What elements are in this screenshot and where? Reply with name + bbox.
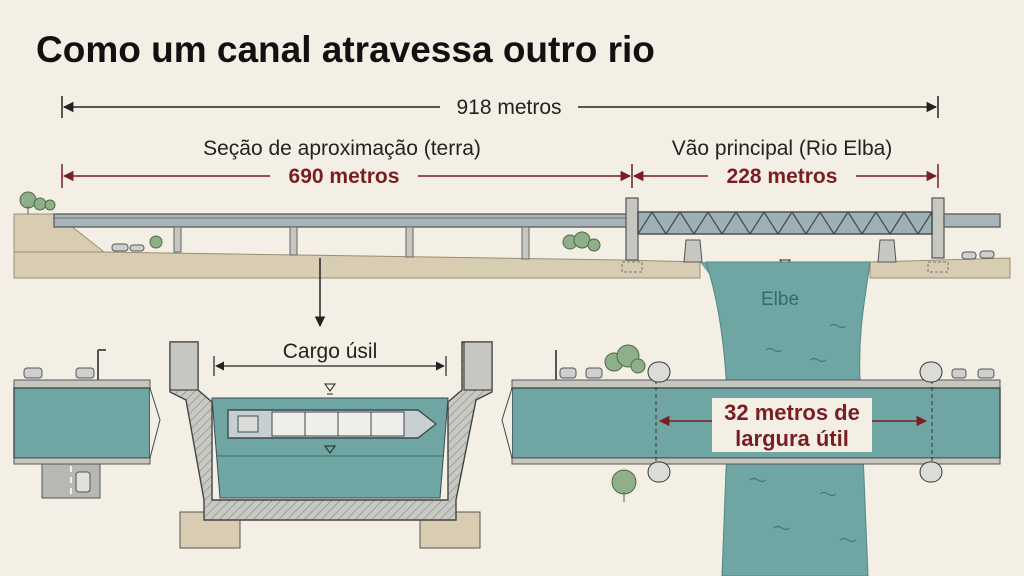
canal-cross-section: Cargo úsil: [169, 340, 493, 549]
river-name-label: Elbe: [761, 289, 799, 310]
page-title: Como um canal atravessa outro rio: [36, 29, 655, 70]
approach-section-label: Seção de aproximação (terra): [203, 137, 481, 160]
main-span-length-label: 228 metros: [727, 165, 838, 188]
usable-width-line1: 32 metros de: [724, 400, 860, 425]
approach-length-label: 690 metros: [289, 165, 400, 188]
approach-length-dimension: 690 metros: [61, 164, 633, 188]
left-canal-segment: [13, 349, 161, 499]
plan-view: 32 metros de largura útil: [501, 344, 1001, 502]
total-length-label: 918 metros: [456, 96, 561, 119]
main-span-length-dimension: 228 metros: [632, 164, 939, 188]
main-span-label: Vão principal (Rio Elba): [672, 137, 893, 160]
total-length-dimension: 918 metros: [61, 96, 939, 119]
cross-section-label: Cargo úsil: [283, 340, 378, 363]
usable-width-line2: largura útil: [735, 426, 849, 451]
